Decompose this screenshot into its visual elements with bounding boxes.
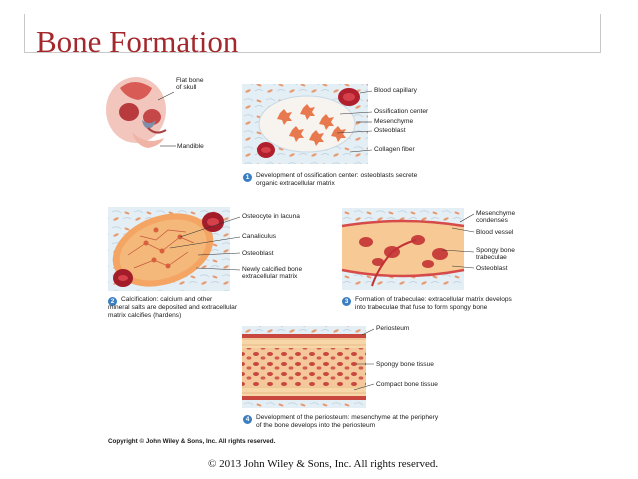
step2-illustration bbox=[108, 207, 230, 291]
step4-caption-line2: of the bone develops into the periosteum bbox=[256, 422, 376, 429]
frame-right-line bbox=[600, 14, 601, 52]
label-ossification-center: Ossification center bbox=[374, 108, 429, 115]
slide-title: Bone Formation bbox=[36, 24, 239, 59]
step4-illustration bbox=[242, 326, 366, 408]
step3-caption-line1: Formation of trabeculae: extracellular m… bbox=[355, 296, 512, 303]
step3-caption-line2: into trabeculae that fuse to form spongy… bbox=[355, 304, 488, 311]
step4-number-badge: 4 bbox=[243, 415, 252, 424]
step2-caption-line3: matrix calcifies (hardens) bbox=[108, 312, 182, 319]
label-flat-bone: Flat bone bbox=[176, 77, 204, 84]
step3-number-badge: 3 bbox=[342, 297, 351, 306]
label-spongy-bone-trabeculae: Spongy bone bbox=[476, 247, 515, 254]
label-osteoblast-3: Osteoblast bbox=[476, 265, 508, 272]
label-mesenchyme-condenses: Mesenchyme bbox=[476, 210, 516, 217]
slide-footer: © 2013 John Wiley & Sons, Inc. All right… bbox=[208, 458, 439, 470]
label-flat-bone-2: of skull bbox=[176, 84, 197, 91]
label-osteoblast-1: Osteoblast bbox=[374, 127, 406, 134]
label-mesenchyme: Mesenchyme bbox=[374, 118, 414, 125]
frame-bottom-line bbox=[24, 52, 601, 53]
step2-number-badge: 2 bbox=[108, 297, 117, 306]
label-osteocyte-in-lacuna: Osteocyte in lacuna bbox=[242, 213, 300, 220]
label-osteoblast-2: Osteoblast bbox=[242, 250, 274, 257]
step2-caption-line1: Calcification: calcium and other bbox=[121, 296, 213, 303]
step4-caption-line1: Development of the periosteum: mesenchym… bbox=[256, 414, 439, 421]
step1-caption-line1: Development of ossification center: oste… bbox=[256, 172, 418, 179]
label-spongy-bone-tissue: Spongy bone tissue bbox=[376, 361, 434, 368]
skull-illustration bbox=[106, 77, 167, 148]
step1-illustration bbox=[242, 84, 368, 164]
label-collagen-fiber: Collagen fiber bbox=[374, 146, 415, 153]
frame-left-line bbox=[24, 14, 25, 52]
step1-number-badge: 1 bbox=[243, 173, 252, 182]
label-compact-bone-tissue: Compact bone tissue bbox=[376, 381, 438, 388]
label-canaliculus: Canaliculus bbox=[242, 233, 277, 240]
label-newly-calcified-bone: Newly calcified bone bbox=[242, 266, 303, 273]
step1-caption-line2: organic extracellular matrix bbox=[256, 180, 335, 187]
step2-caption-line2: mineral salts are deposited and extracel… bbox=[108, 304, 238, 311]
label-mandible: Mandible bbox=[177, 143, 204, 150]
figure-copyright: Copyright © John Wiley & Sons, Inc. All … bbox=[108, 438, 276, 445]
label-trabeculae: trabeculae bbox=[476, 254, 507, 261]
label-extracellular-matrix: extracellular matrix bbox=[242, 273, 298, 280]
step3-illustration bbox=[341, 208, 465, 290]
label-periosteum: Periosteum bbox=[376, 325, 410, 332]
label-blood-capillary: Blood capillary bbox=[374, 87, 417, 94]
label-condenses: condenses bbox=[476, 217, 508, 224]
label-blood-vessel: Blood vessel bbox=[476, 229, 514, 236]
